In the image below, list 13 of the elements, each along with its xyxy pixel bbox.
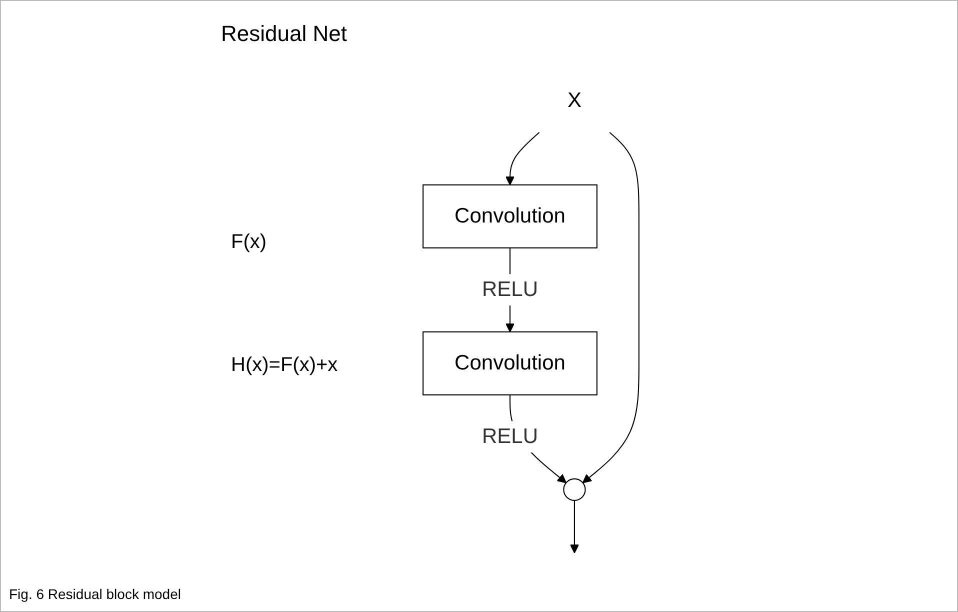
formula-label: H(x)=F(x)+x bbox=[231, 354, 338, 377]
node-circle bbox=[563, 478, 586, 501]
arrow bbox=[582, 132, 640, 484]
diagram-title: Residual Net bbox=[221, 21, 347, 47]
edge-label: RELU bbox=[482, 425, 538, 448]
arrow bbox=[505, 132, 540, 186]
node-box: Convolution bbox=[422, 331, 598, 396]
figure-caption: Fig. 6 Residual block model bbox=[9, 586, 181, 602]
arrow bbox=[570, 500, 580, 554]
edge-label: RELU bbox=[482, 278, 538, 302]
formula-label: F(x) bbox=[231, 231, 268, 254]
node-text: X bbox=[567, 89, 582, 112]
node-box: Convolution bbox=[422, 184, 598, 248]
